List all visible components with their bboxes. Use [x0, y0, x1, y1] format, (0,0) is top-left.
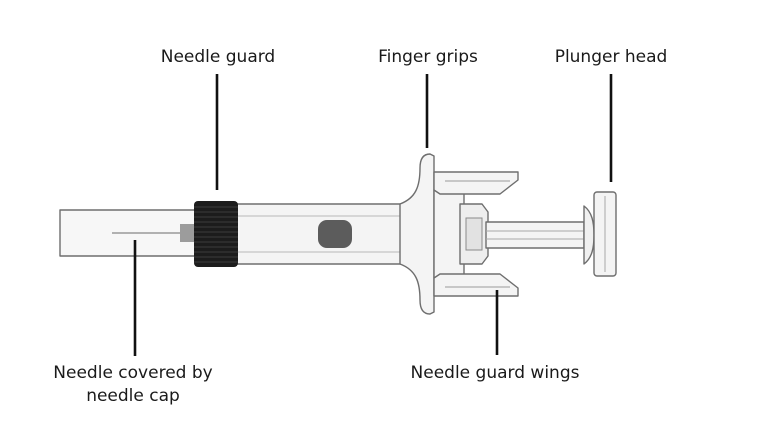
medicine-stopper	[318, 220, 352, 248]
plunger-head-neck	[583, 205, 595, 265]
label-plunger-head: Plunger head	[555, 47, 668, 67]
finger-grips	[399, 153, 435, 315]
label-needle-covered-line2: needle cap	[86, 386, 180, 406]
needle-guard-wing-lower	[433, 273, 519, 297]
label-finger-grips: Finger grips	[378, 47, 478, 67]
needle-guard-wing-upper	[433, 171, 519, 195]
leader-lines	[133, 74, 613, 356]
label-needle-covered-line1: Needle covered by	[53, 363, 212, 383]
syringe-illustration	[59, 153, 617, 315]
label-needle-guard: Needle guard	[161, 47, 275, 67]
needle-guard-knurling	[194, 206, 238, 263]
needle-hub	[180, 224, 196, 242]
label-needle-guard-wings: Needle guard wings	[411, 363, 580, 383]
plunger-rod	[485, 221, 585, 249]
labels: Needle guard Finger grips Plunger head N…	[53, 47, 667, 406]
